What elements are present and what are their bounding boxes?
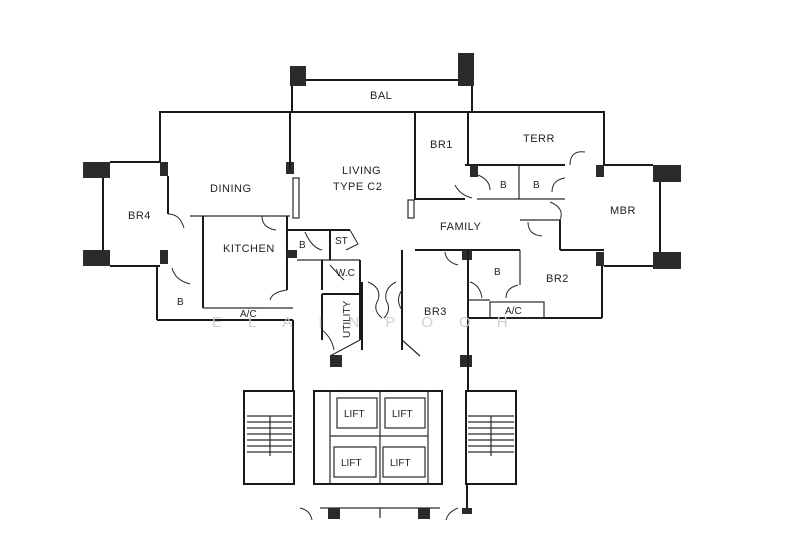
label-st: ST bbox=[335, 236, 348, 247]
lift-lobby: LIFT LIFT LIFT LIFT bbox=[243, 365, 517, 521]
label-kitchen: KITCHEN bbox=[223, 243, 275, 255]
label-mbr: MBR bbox=[610, 205, 636, 217]
lift-4 bbox=[382, 446, 426, 478]
label-type: TYPE C2 bbox=[333, 181, 382, 193]
lift-3-label: LIFT bbox=[341, 458, 362, 469]
room-br2: BR2 A/C bbox=[468, 266, 603, 319]
label-family: FAMILY bbox=[440, 221, 481, 233]
room-kitchen: KITCHEN bbox=[202, 216, 297, 308]
label-b-br2: B bbox=[494, 267, 501, 278]
label-b-bottom-left: B bbox=[177, 297, 184, 308]
label-dining: DINING bbox=[210, 183, 252, 195]
label-utility: UTILITY bbox=[342, 300, 353, 338]
label-living: LIVING bbox=[342, 165, 381, 177]
watermark: ELAINPOOH bbox=[212, 314, 534, 331]
room-mbr: MBR bbox=[559, 164, 681, 269]
stair-left bbox=[243, 390, 295, 485]
label-terr: TERR bbox=[523, 133, 555, 145]
room-dining: DINING bbox=[167, 162, 294, 231]
room-family: FAMILY bbox=[415, 198, 562, 266]
lift-2 bbox=[384, 397, 426, 429]
label-ac-right: A/C bbox=[505, 306, 522, 317]
label-bal: BAL bbox=[370, 90, 392, 102]
lift-2-label: LIFT bbox=[392, 409, 413, 420]
stair-right bbox=[465, 390, 517, 485]
label-br2: BR2 bbox=[546, 273, 569, 285]
lift-3 bbox=[333, 446, 377, 478]
balcony: BAL bbox=[290, 53, 474, 112]
label-br3: BR3 bbox=[424, 306, 447, 318]
outer-wall-top bbox=[159, 111, 605, 165]
room-br4: BR4 bbox=[83, 161, 185, 267]
closet-br2: B bbox=[468, 250, 521, 301]
closets-br1-mbr: B B bbox=[477, 165, 566, 200]
room-b-left: B A/C bbox=[156, 266, 293, 321]
label-wc: W.C bbox=[336, 268, 355, 279]
label-b-kitchen: B bbox=[299, 240, 306, 251]
room-terr: TERR bbox=[467, 133, 586, 166]
lift-1 bbox=[336, 397, 378, 429]
label-ac-left: A/C bbox=[240, 309, 257, 320]
label-b-br1: B bbox=[500, 180, 507, 191]
label-br1: BR1 bbox=[430, 139, 453, 151]
room-living: LIVING TYPE C2 bbox=[289, 112, 416, 219]
room-br3: BR3 bbox=[398, 250, 469, 340]
lift-4-label: LIFT bbox=[390, 458, 411, 469]
label-b-mbr: B bbox=[533, 180, 540, 191]
lift-1-label: LIFT bbox=[344, 409, 365, 420]
service-area: B ST W.C UTILITY bbox=[288, 229, 361, 351]
label-br4: BR4 bbox=[128, 210, 151, 222]
room-br1: BR1 bbox=[430, 112, 565, 199]
